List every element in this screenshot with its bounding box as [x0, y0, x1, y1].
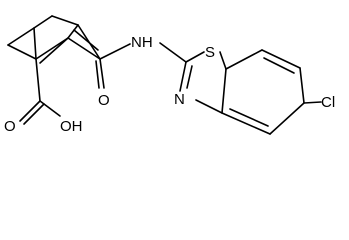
- carbonyl-oxygen-label: O: [98, 92, 110, 109]
- chlorine-label: Cl: [321, 94, 335, 111]
- benzothiazole-ring: [159, 42, 322, 135]
- chemical-structure-diagram: O NH S N Cl O OH: [4, 15, 335, 135]
- thiazole-nitrogen-label: N: [174, 91, 185, 108]
- acid-oxygen-label: O: [4, 118, 16, 135]
- norbornene-ring: [7, 15, 101, 64]
- acid-hydroxyl-label: OH: [60, 118, 83, 135]
- amide-group: [95, 43, 131, 89]
- amide-nh-label: NH: [131, 34, 153, 51]
- sulfur-label: S: [205, 44, 215, 61]
- atom-labels: O NH S N Cl O OH: [4, 34, 335, 135]
- carboxylic-acid-group: [19, 58, 61, 125]
